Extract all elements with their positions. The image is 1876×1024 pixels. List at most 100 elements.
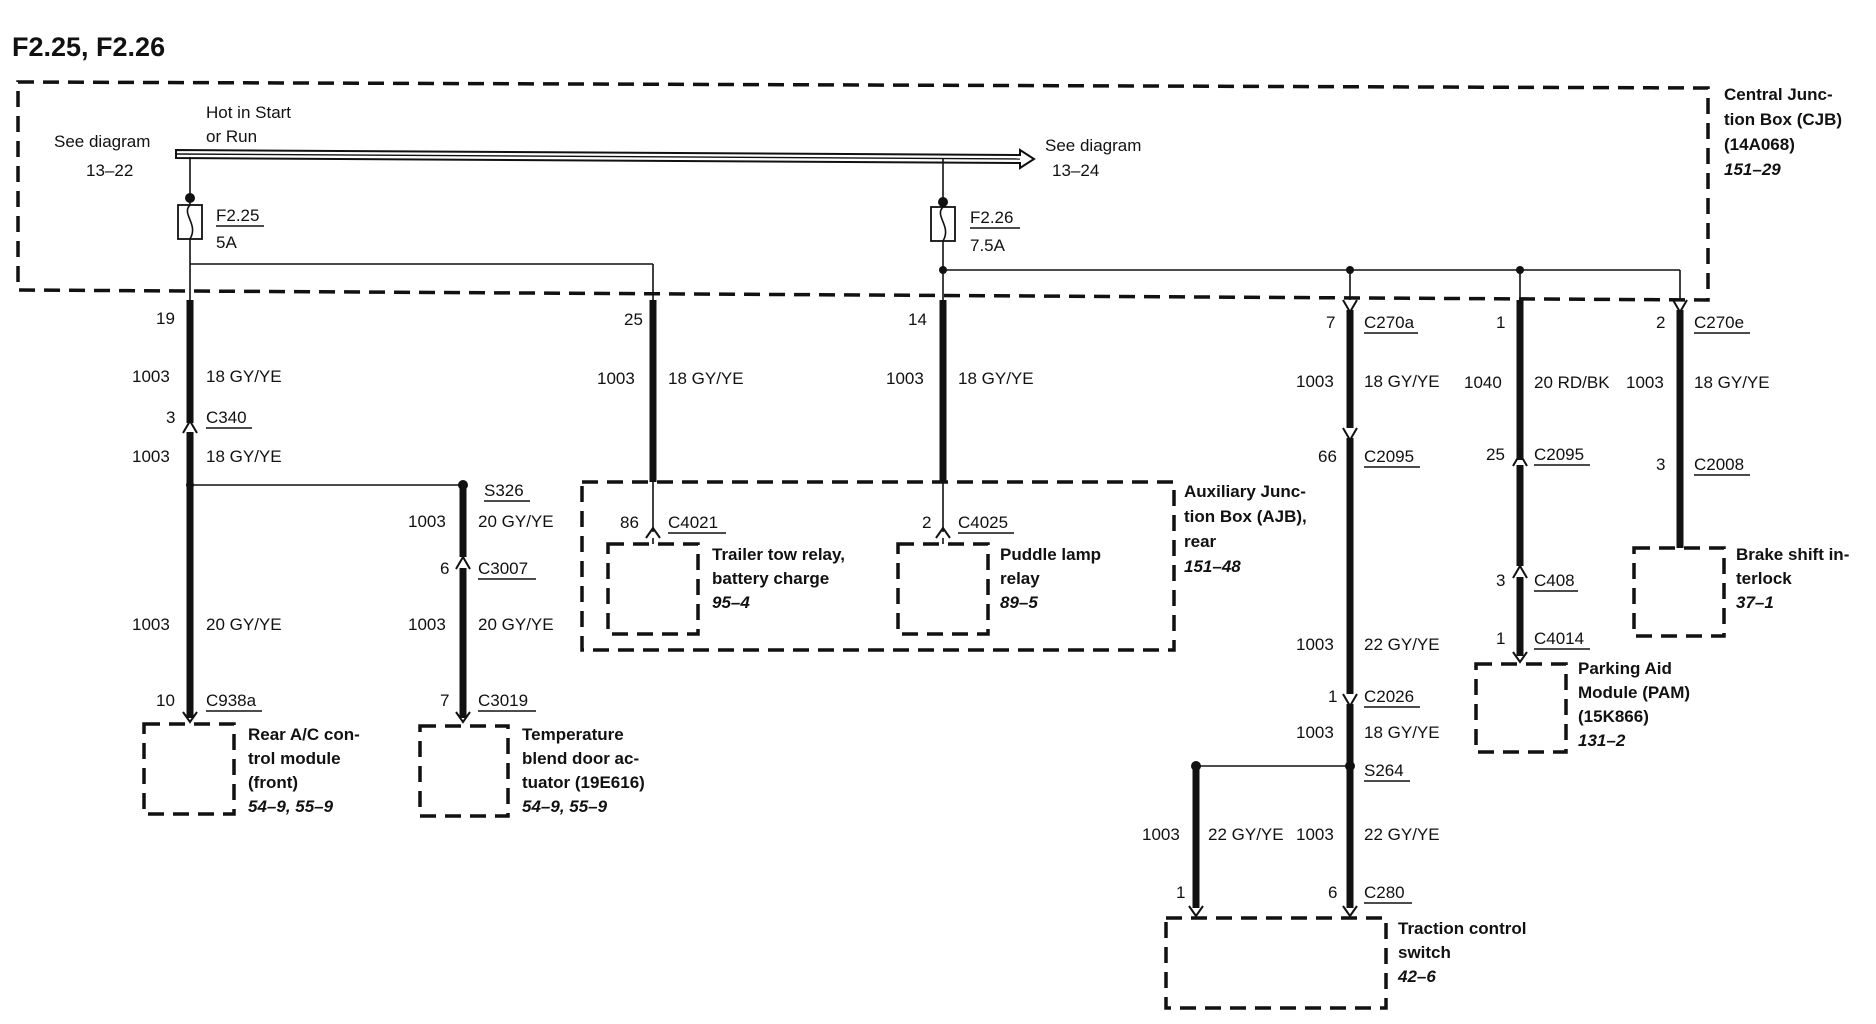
diagram-label: 89–5 xyxy=(1000,593,1038,612)
diagram-label: 3 xyxy=(166,408,175,427)
diagram-label: 22 GY/YE xyxy=(1364,635,1440,654)
diagram-label: Trailer tow relay, xyxy=(712,545,845,564)
diagram-label: 1 xyxy=(1328,687,1337,706)
diagram-label: 1003 xyxy=(597,369,635,388)
connector-c408-label: C408 xyxy=(1534,571,1575,590)
hot-bus-label: Hot in Start or Run xyxy=(206,103,291,146)
diagram-label: tuator (19E616) xyxy=(522,773,645,792)
wire-segment xyxy=(175,148,1036,170)
connector-c3019-label: C3019 xyxy=(478,691,528,710)
fuse-f2-25-symbol xyxy=(177,204,203,240)
diagram-label: 18 GY/YE xyxy=(1364,372,1440,391)
diagram-label: 6 xyxy=(440,559,449,578)
wire-segment xyxy=(939,206,947,242)
diagram-label: 20 RD/BK xyxy=(1534,373,1610,392)
ajb-boundary xyxy=(580,480,1176,652)
diagram-label: 6 xyxy=(1328,883,1337,902)
diagram-label: (14A068) xyxy=(1724,135,1795,154)
diagram-label: 54–9, 55–9 xyxy=(248,797,334,816)
fuse-f2-26-rating: 7.5A xyxy=(970,236,1006,255)
ajb-label: Auxiliary Junc- tion Box (AJB), rear 151… xyxy=(1184,482,1307,576)
diagram-label: 1003 xyxy=(132,447,170,466)
diagram-label: 37–1 xyxy=(1736,593,1774,612)
diagram-label: (front) xyxy=(248,773,298,792)
connector-c2008-label: C2008 xyxy=(1694,455,1744,474)
diagram-label: Temperature xyxy=(522,725,624,744)
diagram-label: 151–48 xyxy=(1184,557,1241,576)
connector-c340 xyxy=(182,419,198,434)
splice-s264-label: S264 xyxy=(1364,761,1404,780)
diagram-label: 1040 xyxy=(1464,373,1502,392)
diagram-label: 25 xyxy=(1486,445,1505,464)
brake-shift-interlock-label: Brake shift in- terlock 37–1 xyxy=(1736,545,1849,612)
diagram-label: battery charge xyxy=(712,569,829,588)
connector-c408 xyxy=(1512,564,1528,579)
fuse-f2-25-label: F2.25 xyxy=(216,206,259,225)
diagram-label: 1003 xyxy=(1142,825,1180,844)
connector-c270e-label: C270e xyxy=(1694,313,1744,332)
diagram-label: rear xyxy=(1184,532,1217,551)
diagram-label: 18 GY/YE xyxy=(206,447,282,466)
diagram-label: 1003 xyxy=(1296,825,1334,844)
connector-c3019 xyxy=(455,711,471,724)
diagram-label: 2 xyxy=(922,513,931,532)
connector-c938a xyxy=(182,711,198,724)
diagram-label: 42–6 xyxy=(1397,967,1436,986)
connector-c2095-label: C2095 xyxy=(1364,447,1414,466)
diagram-label: switch xyxy=(1398,943,1451,962)
cjb-label: Central Junc- tion Box (CJB) (14A068) 15… xyxy=(1724,85,1842,179)
diagram-label: Puddle lamp xyxy=(1000,545,1101,564)
traction-control-switch-label: Traction control switch 42–6 xyxy=(1397,919,1526,986)
connector-c938a-label: C938a xyxy=(206,691,257,710)
diagram-label: 54–9, 55–9 xyxy=(522,797,608,816)
splice-dot xyxy=(1346,266,1354,274)
diagram-label: 18 GY/YE xyxy=(958,369,1034,388)
diagram-label: 151–29 xyxy=(1724,160,1781,179)
diagram-label: 14 xyxy=(908,310,927,329)
diagram-label: Brake shift in- xyxy=(1736,545,1849,564)
connector-c340-label: C340 xyxy=(206,408,247,427)
fuse-f2-26-label: F2.26 xyxy=(970,208,1013,227)
connector-c2026-label: C2026 xyxy=(1364,687,1414,706)
connector-c4025-label: C4025 xyxy=(958,513,1008,532)
diagram-label: Rear A/C con- xyxy=(248,725,360,744)
connector-c4014 xyxy=(1512,651,1528,664)
diagram-label: 1003 xyxy=(1296,372,1334,391)
connector-c4021-label: C4021 xyxy=(668,513,718,532)
connector-c270a-label: C270a xyxy=(1364,313,1415,332)
diagram-label: 10 xyxy=(156,691,175,710)
temp-blend-actuator-box xyxy=(418,724,510,818)
connector-c4025 xyxy=(935,526,951,539)
diagram-label: 7 xyxy=(440,691,449,710)
diagram-label: Auxiliary Junc- xyxy=(1184,482,1306,501)
connector-c280-pin6 xyxy=(1342,905,1358,918)
diagram-label: 1003 xyxy=(132,367,170,386)
connector-c3007-label: C3007 xyxy=(478,559,528,578)
diagram-label: 18 GY/YE xyxy=(1694,373,1770,392)
diagram-label: tion Box (AJB), xyxy=(1184,507,1307,526)
diagram-label: 1003 xyxy=(1296,635,1334,654)
diagram-label: 3 xyxy=(1496,571,1505,590)
diagram-title: F2.25, F2.26 xyxy=(12,32,165,62)
diagram-label: 18 GY/YE xyxy=(1364,723,1440,742)
diagram-label: 22 GY/YE xyxy=(1364,825,1440,844)
diagram-label: 1003 xyxy=(408,615,446,634)
diagram-label: 95–4 xyxy=(712,593,750,612)
traction-control-switch-box xyxy=(1164,916,1388,1010)
diagram-label: Module (PAM) xyxy=(1578,683,1690,702)
fuse-f2-25-rating: 5A xyxy=(216,233,237,252)
fuse-f2-26-symbol xyxy=(930,206,956,242)
diagram-label: 1003 xyxy=(1626,373,1664,392)
puddle-lamp-relay-label: Puddle lamp relay 89–5 xyxy=(1000,545,1101,612)
diagram-label: 1 xyxy=(1176,883,1185,902)
diagram-label: 13–22 xyxy=(86,161,133,180)
wire-segment xyxy=(186,204,194,240)
diagram-label: See diagram xyxy=(1045,136,1141,155)
diagram-label: relay xyxy=(1000,569,1040,588)
diagram-label: 19 xyxy=(156,309,175,328)
right-reference: See diagram 13–24 xyxy=(1045,136,1141,180)
diagram-label: Traction control xyxy=(1398,919,1526,938)
diagram-label: 20 GY/YE xyxy=(478,615,554,634)
diagram-label: Hot in Start xyxy=(206,103,291,122)
diagram-label: 25 xyxy=(624,310,643,329)
